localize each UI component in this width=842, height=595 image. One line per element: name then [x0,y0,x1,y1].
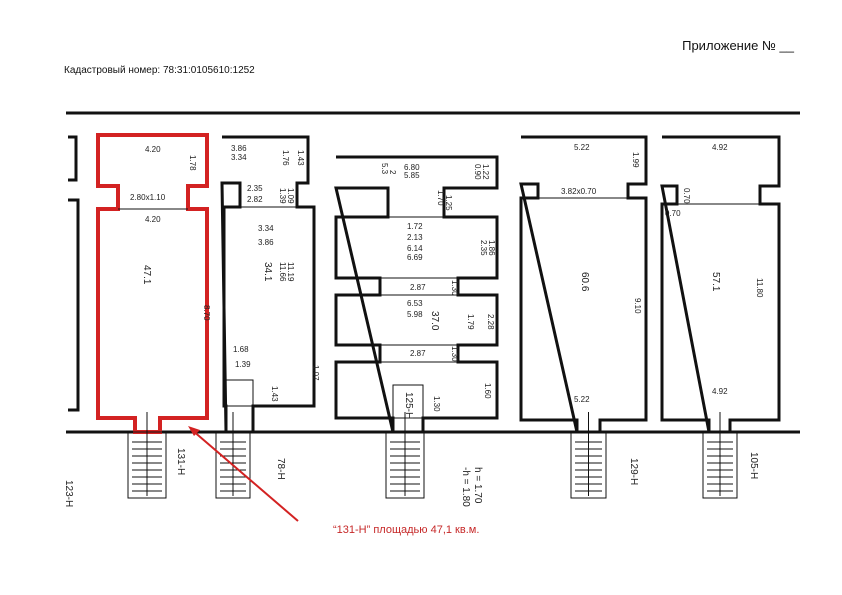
dim: 1.39 [278,188,287,204]
dim: 4.92 [712,387,728,396]
stair-flight [385,412,425,499]
stair-flight [702,412,738,499]
unit-105: 4.92 0.70 0.70 57.1 11.80 4.92 105-Н [660,135,781,479]
appendix-title: Приложение № __ [682,38,794,53]
dim: 3.34 [258,224,274,233]
dim: 1.70 [436,190,445,206]
dim: 1.78 [188,155,197,171]
dim: 1.30 [450,280,459,296]
height-note: -h = 1.80 [460,467,471,507]
dim: 0.70 [665,209,681,218]
unit-78-label: 78-Н [275,458,286,480]
dim: 5.85 [404,171,420,180]
room-area: 60.6 [579,272,590,292]
unit-129-label: 129-Н [628,458,639,485]
unit-123-walls [68,135,80,412]
dim: 2.80x1.10 [130,193,166,202]
dim: 2.28 [486,314,495,330]
dim: 2.87 [410,283,426,292]
dim: 1.86 [487,240,496,256]
dim: 6.69 [407,253,423,262]
room-number: 2 [388,170,397,175]
dim: 1.60 [483,383,492,399]
dim: 9.10 [633,298,642,314]
unit-105-label: 105-Н [748,452,759,479]
dim: 1.22 [481,164,490,180]
room-area: 37.0 [429,311,440,331]
unit-123-label: 123-Н [63,480,74,507]
dim: 4.92 [712,143,728,152]
dim: 5.22 [574,143,590,152]
dim: 2.82 [247,195,263,204]
dim: 1.72 [407,222,423,231]
dim: 6.80 [404,163,420,172]
dim: 2.87 [410,349,426,358]
room-area: 57.1 [710,272,721,292]
dim: 1.30 [450,346,459,362]
stairs [127,412,738,499]
dim: 2.35 [247,184,263,193]
unit-78: 3.86 3.34 1.76 1.43 2.35 2.82 1.09 1.39 … [220,135,320,480]
dim: 1.39 [235,360,251,369]
dim: 0.70 [682,188,691,204]
dim: 11.66 [278,262,287,282]
unit-129: 5.22 1.99 3.82x0.70 60.6 9.10 5.22 129-Н [519,135,648,485]
stair-flight [215,412,251,499]
dim: 3.86 [258,238,274,247]
unit-131-label: 131-Н [175,448,186,475]
dim: 1.25 [444,195,453,211]
unit-131: 4.20 1.78 2.80x1.10 4.20 47.1 8.70 131-Н [96,133,211,475]
dim: 2.13 [407,233,423,242]
dim: 2.35 [479,240,488,256]
dim: 5.22 [574,395,590,404]
stair-flight [127,412,167,499]
dim: 1.43 [296,150,305,166]
room-area: 47.1 [141,265,152,285]
dim: 1.79 [466,314,475,330]
dim: 1.30 [432,396,441,412]
room-area: 5.3 [380,163,389,175]
dim: 3.86 [231,144,247,153]
dim: 6.14 [407,244,423,253]
dim: 3.82x0.70 [561,187,597,196]
dim: 1.07 [311,365,320,381]
dim: 1.76 [281,150,290,166]
cadastral-number: Кадастровый номер: 78:31:0105610:1252 [64,65,255,76]
dim: 8.70 [202,305,211,321]
dim: 3.34 [231,153,247,162]
highlight-arrow [191,429,299,522]
dim: 4.20 [145,145,161,154]
stair-flight [570,412,607,499]
dim: 6.53 [407,299,423,308]
dim: 1.68 [233,345,249,354]
dim: 1.99 [631,152,640,168]
highlight-caption: “131-Н” площадью 47,1 кв.м. [333,524,480,536]
dim: 1.09 [286,188,295,204]
dim: 4.20 [145,215,161,224]
arrow-head-icon [188,426,200,436]
dim: 11.80 [755,278,764,298]
dim: 0.90 [473,164,482,180]
height-note: h = 1.70 [472,467,483,504]
dim: 5.98 [407,310,423,319]
dim: 11.19 [286,262,295,282]
dim: 1.43 [270,386,279,402]
unit-125: 6.80 5.85 1.22 0.90 5.3 2 1.70 1.25 1.72… [334,155,499,507]
unit-125-label: 125-Н [403,392,414,419]
room-area: 34.1 [262,262,273,282]
